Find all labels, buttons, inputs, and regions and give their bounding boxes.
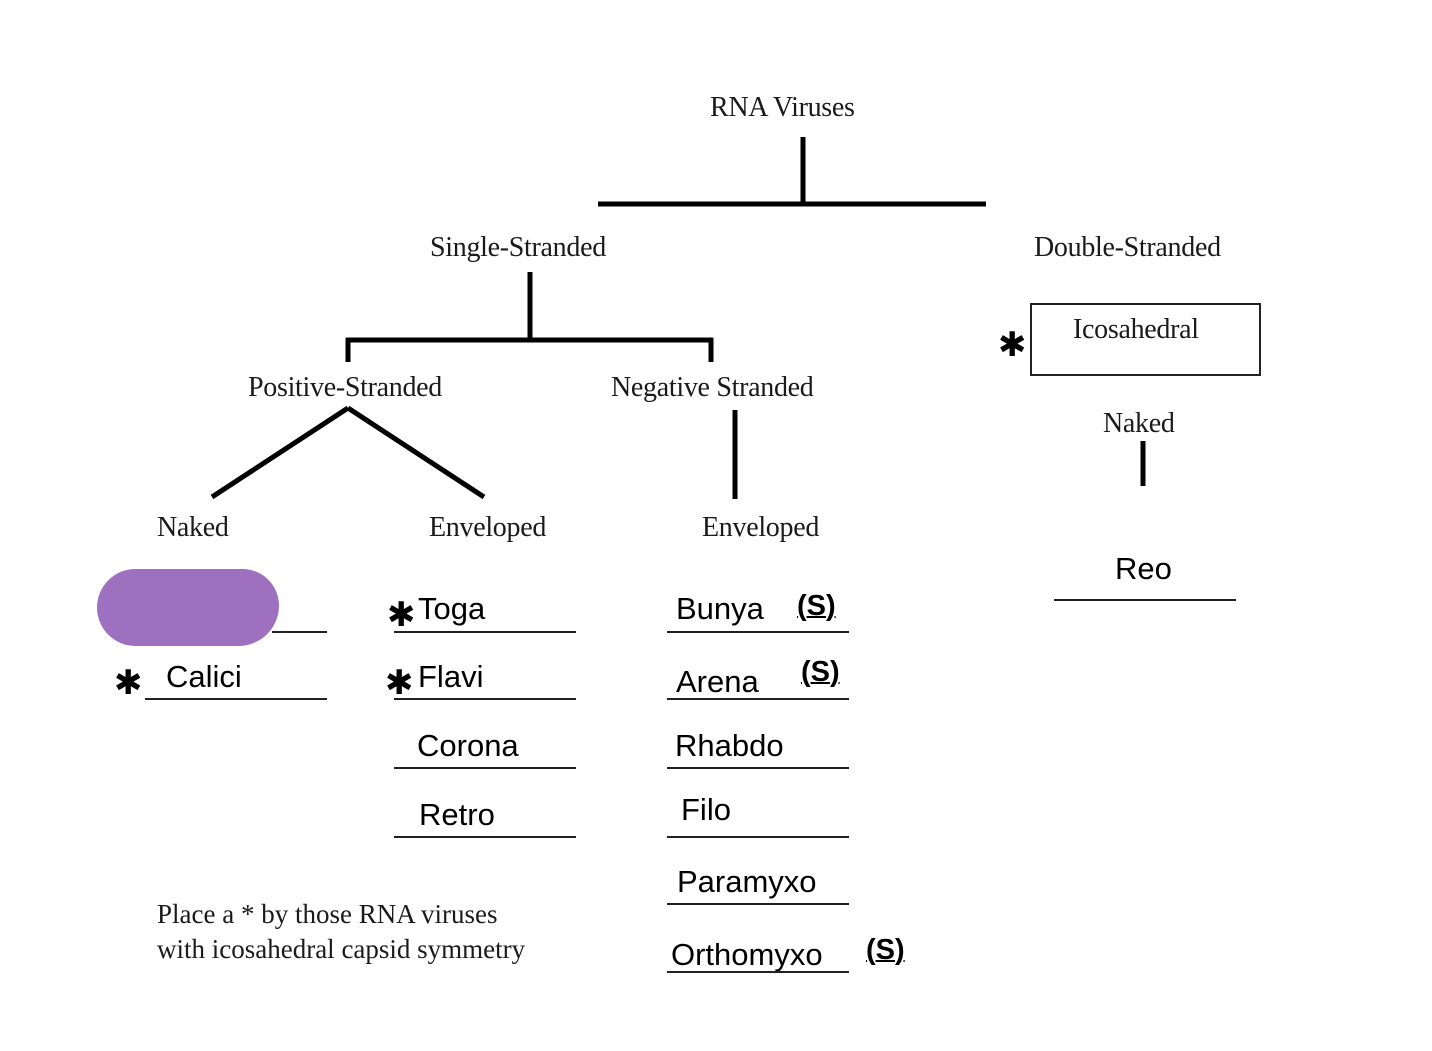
entry-orthomyxo: Orthomyxo [671, 937, 823, 972]
node-negative-enveloped: Enveloped [702, 512, 820, 543]
entry-arena: Arena [676, 664, 759, 699]
connector-pos-enveloped [346, 405, 486, 500]
icosahedral-star-marker: ✱ [998, 325, 1027, 365]
node-single-stranded: Single-Stranded [430, 232, 606, 263]
blank-calici [145, 698, 327, 700]
entry-rhabdo: Rhabdo [675, 728, 784, 763]
blank-corona [394, 767, 576, 769]
entry-toga: Toga [418, 591, 486, 626]
node-rna-viruses: RNA Viruses [710, 92, 855, 123]
blank-toga [394, 631, 576, 633]
entry-flavi: Flavi [418, 659, 484, 694]
blank-flavi [394, 698, 576, 700]
node-ds-naked: Naked [1103, 408, 1175, 439]
node-positive-naked: Naked [157, 512, 229, 543]
instruction-line-2: with icosahedral capsid symmetry [157, 934, 526, 964]
entry-filo: Filo [681, 792, 731, 827]
segmented-flag-orthomyxo: (S) [866, 934, 905, 966]
instruction-line-1: Place a * by those RNA viruses [157, 899, 498, 929]
blank-positive-naked-1 [272, 631, 327, 633]
entry-bunya: Bunya [676, 591, 764, 626]
connector-pos-naked [210, 405, 350, 500]
entry-reo: Reo [1115, 551, 1172, 586]
icosahedral-box [1030, 303, 1261, 376]
segmented-flag-bunya: (S) [797, 590, 836, 622]
blank-retro [394, 836, 576, 838]
entry-corona: Corona [417, 728, 519, 763]
entry-paramyxo: Paramyxo [677, 864, 817, 899]
blank-reo [1054, 599, 1236, 601]
toga-star-marker: ✱ [387, 595, 416, 635]
node-icosahedral: Icosahedral [1073, 314, 1199, 345]
blank-rhabdo [667, 767, 849, 769]
entry-calici: Calici [166, 659, 242, 694]
redaction-mark [97, 569, 279, 646]
blank-arena [667, 698, 849, 700]
node-negative-stranded: Negative Stranded [611, 372, 814, 403]
node-positive-enveloped: Enveloped [429, 512, 547, 543]
blank-orthomyxo [667, 971, 849, 973]
node-double-stranded: Double-Stranded [1034, 232, 1221, 263]
flavi-star-marker: ✱ [385, 663, 414, 703]
entry-retro: Retro [419, 797, 495, 832]
blank-filo [667, 836, 849, 838]
segmented-flag-arena: (S) [801, 656, 840, 688]
blank-bunya [667, 631, 849, 633]
node-positive-stranded: Positive-Stranded [248, 372, 442, 403]
blank-paramyxo [667, 903, 849, 905]
calici-star-marker: ✱ [114, 663, 143, 703]
